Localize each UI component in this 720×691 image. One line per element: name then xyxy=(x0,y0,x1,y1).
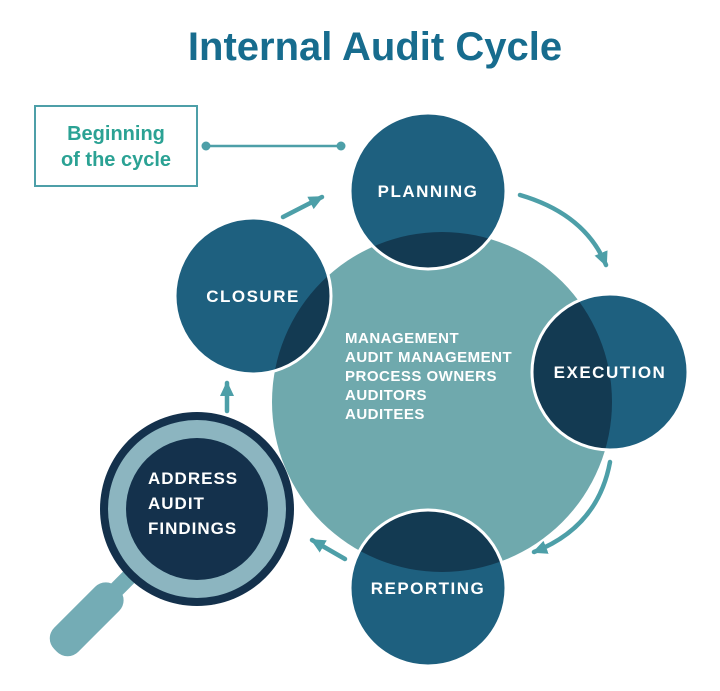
participant-item: PROCESS OWNERS xyxy=(345,368,497,385)
reporting-outline xyxy=(348,508,508,668)
connector-dot-right xyxy=(336,141,346,151)
annotation-box xyxy=(34,105,198,187)
annotation-line-1: Beginning xyxy=(67,123,165,145)
annotation-line-2: of the cycle xyxy=(61,149,171,171)
stage-execution: EXECUTION xyxy=(530,292,690,452)
execution-label: EXECUTION xyxy=(554,363,667,382)
findings-line-1: ADDRESS xyxy=(148,469,238,488)
planning-circle xyxy=(350,113,506,269)
magnifier-lens xyxy=(126,438,268,580)
stage-planning: PLANNING xyxy=(348,111,508,271)
findings-line-3: FINDINGS xyxy=(148,519,237,538)
arrow-execution-to-reporting-icon xyxy=(531,459,613,555)
findings-line-2: AUDIT xyxy=(148,494,205,513)
arrow-reporting-to-findings-icon xyxy=(309,537,348,562)
participant-item: AUDIT MANAGEMENT xyxy=(345,349,512,366)
participant-item: MANAGEMENT xyxy=(345,330,459,347)
participant-item: AUDITORS xyxy=(345,387,427,404)
stage-reporting: REPORTING xyxy=(348,508,508,668)
closure-label: CLOSURE xyxy=(206,287,300,306)
closure-outline xyxy=(173,216,333,376)
reporting-overlap-shade xyxy=(350,510,506,572)
execution-outline xyxy=(530,292,690,452)
magnifier-handle-grip xyxy=(49,582,124,657)
magnifier-address-audit-findings: ADDRESS AUDIT FINDINGS xyxy=(49,412,294,657)
center-participants-circle xyxy=(272,232,612,572)
participant-item: AUDITEES xyxy=(345,406,425,423)
arrow-closure-to-planning-icon xyxy=(280,194,325,220)
stage-closure: CLOSURE xyxy=(173,216,333,376)
planning-outline xyxy=(348,111,508,271)
connector-dot-left xyxy=(201,141,211,151)
page-title: Internal Audit Cycle xyxy=(188,25,562,69)
arrow-planning-to-execution-icon xyxy=(517,192,609,268)
beginning-annotation: Beginning of the cycle xyxy=(34,105,346,187)
cycle-arrows xyxy=(220,192,613,562)
center-participants-list: MANAGEMENT AUDIT MANAGEMENT PROCESS OWNE… xyxy=(345,330,512,423)
planning-label: PLANNING xyxy=(378,182,479,201)
reporting-label: REPORTING xyxy=(371,579,486,598)
